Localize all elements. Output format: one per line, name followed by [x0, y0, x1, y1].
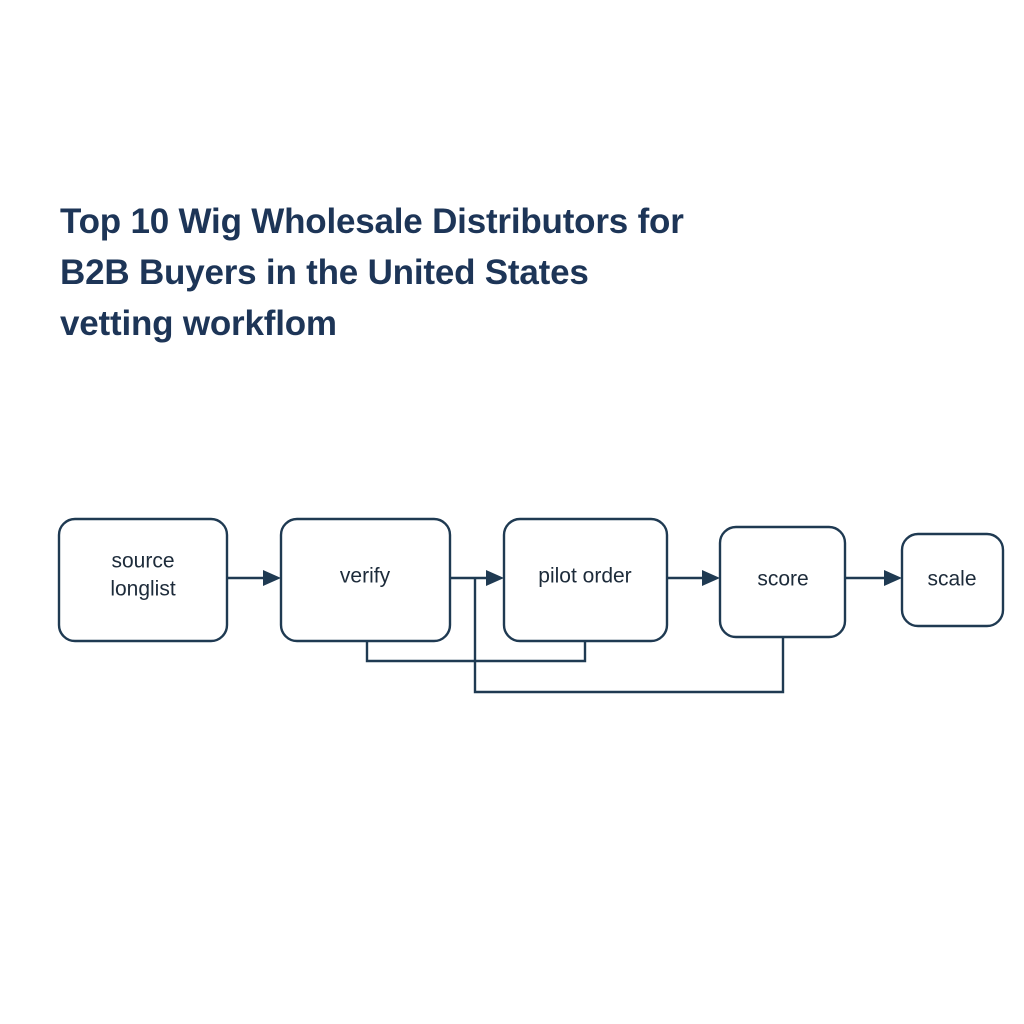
- node-scale-label: scale: [927, 568, 976, 591]
- node-source-longlist-label-line-1: source: [111, 550, 174, 573]
- node-score-label: score: [757, 568, 808, 591]
- node-verify[interactable]: verify: [279, 517, 452, 643]
- edge-score-to-scale: [845, 570, 902, 586]
- page-title-line-1: Top 10 Wig Wholesale Distributors for: [60, 202, 684, 241]
- node-score[interactable]: score: [718, 525, 847, 639]
- node-source-longlist[interactable]: source longlist: [57, 517, 229, 643]
- page-title-line-2: B2B Buyers in the United States: [60, 253, 589, 292]
- node-verify-label: verify: [340, 565, 391, 588]
- node-pilot-order-shape[interactable]: [502, 517, 669, 643]
- edge-score-to-pilot-order-feedback: [473, 578, 785, 694]
- node-pilot-order[interactable]: pilot order: [502, 517, 669, 643]
- edge-pilot-order-to-score: [667, 570, 720, 586]
- node-pilot-order-label: pilot order: [538, 565, 631, 588]
- node-verify-shape[interactable]: [279, 517, 452, 643]
- node-source-longlist-shape[interactable]: [57, 517, 229, 643]
- node-source-longlist-label-line-2: longlist: [110, 578, 176, 601]
- node-scale[interactable]: scale: [900, 532, 1005, 628]
- edge-verify-to-pilot-order: [450, 570, 504, 586]
- node-scale-shape[interactable]: [900, 532, 1005, 628]
- edge-source-to-verify: [227, 570, 281, 586]
- node-score-shape[interactable]: [718, 525, 847, 639]
- page-title: Top 10 Wig Wholesale Distributors for B2…: [60, 196, 820, 349]
- page-title-line-3: vetting workflom: [60, 304, 337, 343]
